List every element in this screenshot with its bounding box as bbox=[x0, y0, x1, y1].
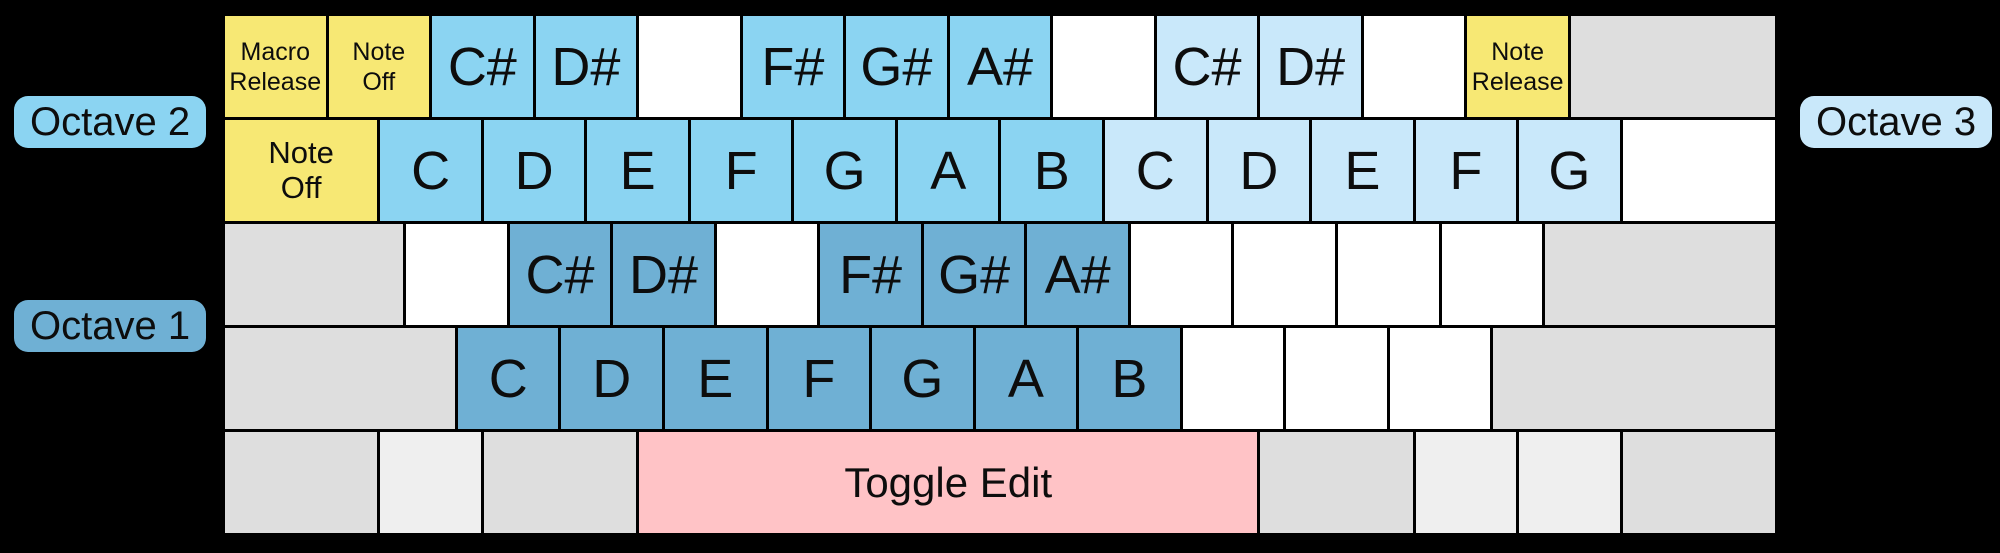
key-e-r4: E bbox=[665, 328, 766, 429]
key-dsharp-r1: D# bbox=[535, 16, 637, 117]
key-c-r2: C bbox=[1105, 120, 1206, 221]
key-blank-r4-12 bbox=[1493, 328, 1775, 429]
key-note-release-r1: Note Release bbox=[1467, 16, 1568, 117]
key-asharp-r1: A# bbox=[949, 16, 1051, 117]
key-blank-r3-13 bbox=[1545, 224, 1775, 325]
key-gsharp-r1: G# bbox=[846, 16, 947, 117]
key-f-r2: F bbox=[1415, 120, 1517, 221]
key-blank-r3-2 bbox=[406, 224, 507, 325]
key-note-off-r2: Note Off bbox=[225, 120, 378, 221]
octave-1-label-pill: Octave 1 bbox=[14, 300, 207, 352]
key-blank-r4-10 bbox=[1286, 328, 1387, 429]
key-c-r4: C bbox=[457, 328, 559, 429]
octave-3-label-pill: Octave 3 bbox=[1800, 96, 1993, 148]
key-blank-r1-9 bbox=[1053, 16, 1154, 117]
octave-2-label-pill: Octave 2 bbox=[14, 96, 207, 148]
key-e-r2: E bbox=[1312, 120, 1413, 221]
key-dsharp-r1: D# bbox=[1260, 16, 1361, 117]
key-csharp-r1: C# bbox=[432, 16, 533, 117]
key-blank-r5-7 bbox=[1519, 432, 1620, 533]
key-blank-r5-3 bbox=[483, 432, 637, 533]
key-e-r2: E bbox=[587, 120, 688, 221]
key-gsharp-r3: G# bbox=[923, 224, 1025, 325]
key-blank-r4-9 bbox=[1182, 328, 1284, 429]
key-blank-r4-1 bbox=[225, 328, 455, 429]
key-d-r2: D bbox=[1208, 120, 1310, 221]
key-blank-r4-11 bbox=[1389, 328, 1491, 429]
key-blank-r5-2 bbox=[380, 432, 481, 533]
key-g-r4: G bbox=[872, 328, 973, 429]
key-a-r4: A bbox=[975, 328, 1077, 429]
key-g-r2: G bbox=[1519, 120, 1620, 221]
key-macro-release-r1: Macro Release bbox=[225, 16, 326, 117]
key-blank-r3-12 bbox=[1441, 224, 1543, 325]
key-f-r2: F bbox=[690, 120, 792, 221]
key-blank-r5-5 bbox=[1260, 432, 1413, 533]
key-g-r2: G bbox=[794, 120, 895, 221]
key-asharp-r3: A# bbox=[1027, 224, 1128, 325]
key-blank-r3-11 bbox=[1337, 224, 1439, 325]
key-a-r2: A bbox=[897, 120, 999, 221]
key-blank-r1-14 bbox=[1570, 16, 1775, 117]
key-toggle-edit-r5: Toggle Edit bbox=[639, 432, 1258, 533]
key-csharp-r1: C# bbox=[1156, 16, 1258, 117]
key-blank-r3-5 bbox=[716, 224, 818, 325]
key-blank-r2-14 bbox=[1622, 120, 1775, 221]
key-note-off-r1: Note Off bbox=[328, 16, 430, 117]
key-d-r4: D bbox=[561, 328, 663, 429]
key-b-r2: B bbox=[1001, 120, 1103, 221]
key-blank-r1-5 bbox=[639, 16, 740, 117]
key-blank-r3-9 bbox=[1130, 224, 1232, 325]
key-blank-r5-6 bbox=[1415, 432, 1517, 533]
key-b-r4: B bbox=[1079, 328, 1180, 429]
key-d-r2: D bbox=[483, 120, 585, 221]
key-blank-r3-1 bbox=[225, 224, 404, 325]
key-blank-r5-8 bbox=[1622, 432, 1775, 533]
key-csharp-r3: C# bbox=[509, 224, 611, 325]
key-blank-r5-1 bbox=[225, 432, 378, 533]
key-fsharp-r1: F# bbox=[742, 16, 844, 117]
key-c-r2: C bbox=[380, 120, 481, 221]
key-blank-r3-10 bbox=[1234, 224, 1335, 325]
key-fsharp-r3: F# bbox=[820, 224, 921, 325]
key-blank-r1-12 bbox=[1363, 16, 1465, 117]
key-f-r4: F bbox=[768, 328, 870, 429]
key-dsharp-r3: D# bbox=[613, 224, 714, 325]
